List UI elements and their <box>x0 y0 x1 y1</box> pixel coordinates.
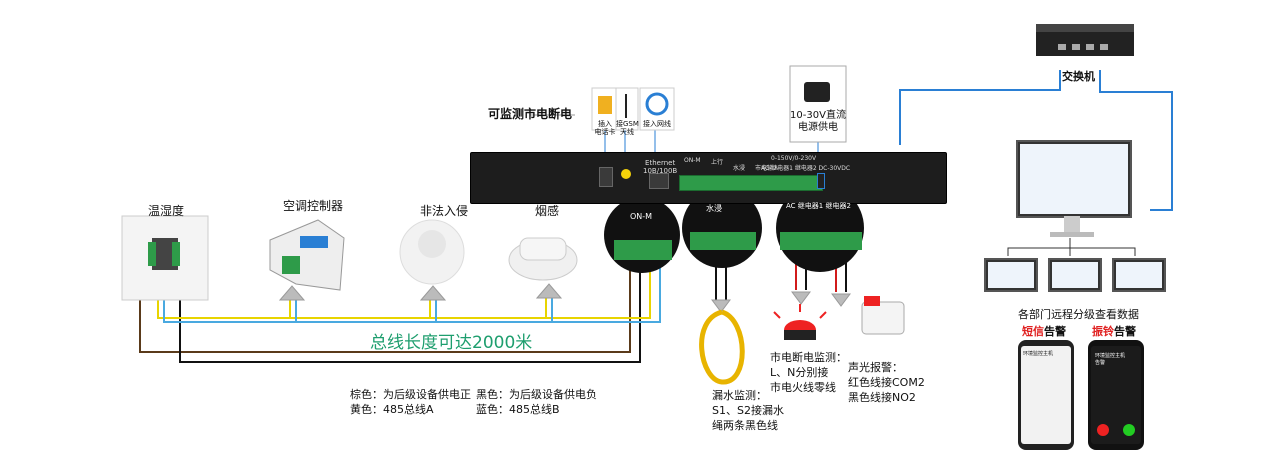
leak-label: 漏水监测： S1、S2接漏水 绳两条黑色线 <box>712 389 784 432</box>
wire-black <box>179 250 641 363</box>
remote-view-label: 各部门远程分级查看数据 <box>1018 308 1139 321</box>
wire-brown <box>139 250 631 353</box>
phone-call: 环境监控主机 告警 <box>1088 340 1144 450</box>
gsm-antenna-port <box>621 169 631 179</box>
sms-alert-emphasis: 短信 <box>1022 325 1044 338</box>
zoom3-title: AC 继电器1 继电器2 <box>786 202 851 210</box>
main-monitor <box>1016 140 1132 218</box>
terminal-block <box>679 175 823 191</box>
answer-call-icon <box>1123 424 1135 436</box>
ring-alert-suffix: 告警 <box>1114 325 1136 338</box>
intrusion-label: 非法入侵 <box>420 204 469 218</box>
gsm-label: 接GSM 天线 <box>616 120 639 136</box>
mains-label: 市电输入 <box>755 165 780 172</box>
siren-icon <box>861 296 905 335</box>
zoom-terminal-water <box>682 188 762 268</box>
laptop-1 <box>984 258 1038 292</box>
intrusion-sensor <box>399 219 465 285</box>
power-range-label: 0-150V/0-230V <box>771 155 817 162</box>
sim-slot <box>599 167 613 187</box>
mains-label: 市电断电监测： L、N分别接 市电火线零线 <box>770 351 847 394</box>
phone-sms: 环境监控主机 <box>1018 340 1074 450</box>
laptop-2 <box>1048 258 1102 292</box>
uplink-label: 上行 <box>711 159 724 166</box>
main-controller: Ethernet 10B/100B ON-M 上行 水浸 市电输入 0-150V… <box>470 152 947 204</box>
adapter-label: 10-30V直流 电源供电 <box>790 110 846 133</box>
sim-label: 插入 电话卡 <box>594 120 616 136</box>
zoom2-title: 水浸 <box>706 204 722 213</box>
power-monitor-label: 可监测市电断电 <box>488 107 573 121</box>
ring-alert-label: 振铃告警 <box>1092 324 1136 339</box>
phone-sms-title: 环境监控主机 <box>1023 351 1054 357</box>
dc-power-port <box>817 173 825 189</box>
decline-call-icon <box>1097 424 1109 436</box>
network-cable <box>899 70 1061 145</box>
temp-label: 温湿度 <box>148 204 185 218</box>
zoom-terminal-relay <box>776 184 864 272</box>
water-label: 水浸 <box>733 165 746 172</box>
bus-length-label: 总线长度可达2000米 <box>370 333 533 353</box>
ac-label: 空调控制器 <box>283 199 344 213</box>
laptop-3 <box>1112 258 1166 292</box>
phone-call-title: 环境监控主机 告警 <box>1095 353 1126 366</box>
monitor-base <box>1050 232 1094 237</box>
ethernet-port <box>649 173 669 189</box>
switch-icon <box>1036 24 1134 56</box>
temp-humidity-sensor <box>121 215 209 301</box>
ethernet-label: Ethernet 10B/100B <box>643 159 678 175</box>
ac-controller <box>269 219 345 291</box>
smoke-label: 烟感 <box>535 204 560 218</box>
red-beacon-icon <box>773 304 827 340</box>
relay-label: AC 继电器1 继电器2 DC-30VDC <box>761 165 851 172</box>
alarm-label: 声光报警： 红色线接COM2 黑色线接NO2 <box>848 361 925 404</box>
zoom1-title: ON-M <box>630 212 653 221</box>
zoom-terminal-on-m <box>604 197 680 273</box>
sms-alert-label: 短信告警 <box>1022 324 1066 339</box>
smoke-sensor <box>508 237 578 281</box>
sms-alert-suffix: 告警 <box>1044 325 1066 338</box>
legend-brown: 棕色：为后级设备供电正 <box>350 388 471 401</box>
leak-rope <box>699 309 745 385</box>
legend-blue: 蓝色：485总线B <box>476 403 560 416</box>
net-label: 接入网线 <box>643 120 671 128</box>
ring-alert-emphasis: 振铃 <box>1092 325 1114 338</box>
legend-black: 黑色：为后级设备供电负 <box>476 388 597 401</box>
switch-label: 交换机 <box>1062 70 1095 83</box>
monitor-stand <box>1064 216 1080 234</box>
legend-yellow: 黄色：485总线A <box>350 403 434 416</box>
on-m-label: ON-M <box>684 157 701 164</box>
